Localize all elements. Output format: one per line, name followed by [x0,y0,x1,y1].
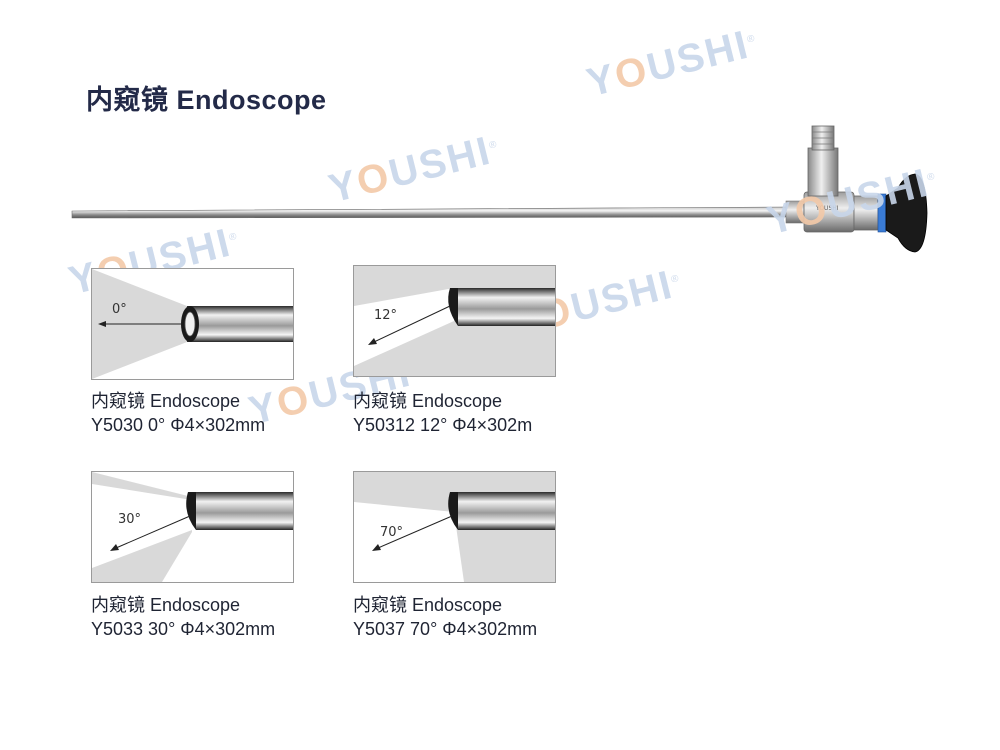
model-caption-y5030: 内窥镜 Endoscope Y5030 0° Φ4×302mm [91,389,265,437]
model-name: 内窥镜 Endoscope [353,391,503,411]
model-name: 内窥镜 Endoscope [91,595,241,615]
model-spec: Y5037 70° Φ4×302mm [353,619,538,639]
model-name: 内窥镜 Endoscope [91,391,241,411]
angle-label: 12° [374,308,398,323]
view-angle-diagram-70: 70° [353,471,556,583]
model-caption-y5033: 内窥镜 Endoscope Y5033 30° Φ4×302mm [91,593,275,641]
model-name: 内窥镜 Endoscope [353,595,503,615]
angle-label: 0° [112,302,127,317]
model-caption-y5037: 内窥镜 Endoscope Y5037 70° Φ4×302mm [353,593,537,641]
product-brand-label: YOUSHI [815,205,839,212]
model-spec: Y5033 30° Φ4×302mm [91,619,276,639]
model-caption-y50312: 内窥镜 Endoscope Y50312 12° Φ4×302m [353,389,532,437]
view-angle-diagram-12: 12° [353,265,556,377]
view-angle-diagram-30: 30° [91,471,294,583]
model-spec: Y50312 12° Φ4×302m [353,415,533,435]
page-title: 内窥镜 Endoscope [86,85,327,115]
angle-label: 70° [380,525,404,540]
view-angle-diagram-0: 0° [91,268,294,380]
angle-label: 30° [118,512,142,527]
model-spec: Y5030 0° Φ4×302mm [91,415,266,435]
